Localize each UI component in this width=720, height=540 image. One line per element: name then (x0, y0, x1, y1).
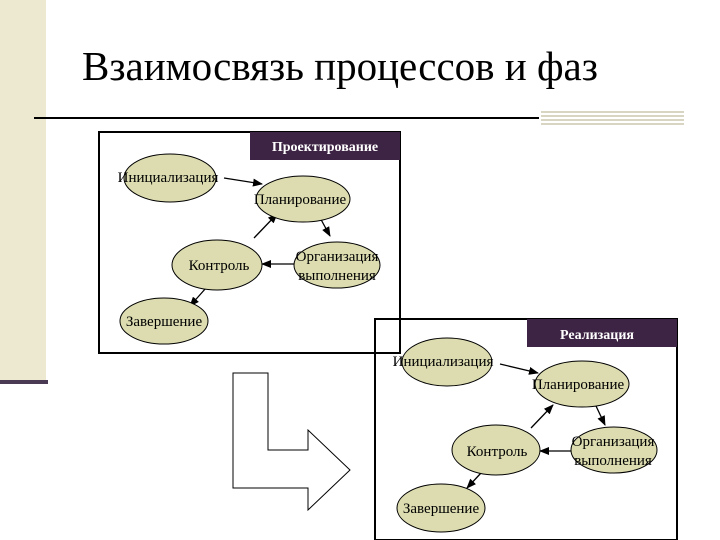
node-impl-init-label: Инициализация (393, 354, 494, 370)
node-impl-org-label-2: выполнения (574, 453, 652, 469)
node-impl-plan (534, 360, 630, 408)
title-stripes-decoration (541, 111, 684, 127)
phase-design: Проектирование Инициализация Планировани… (98, 131, 401, 354)
node-design-org (293, 241, 381, 289)
phase-implementation: Реализация Инициализация Планирование Ко… (374, 318, 678, 540)
phase-implementation-header-label: Реализация (560, 328, 634, 343)
node-impl-plan-label: Планирование (532, 377, 625, 393)
node-design-finish (119, 297, 209, 345)
node-design-init (123, 153, 217, 203)
node-impl-org (570, 426, 658, 474)
node-impl-finish-label: Завершение (403, 501, 480, 517)
node-impl-control-label: Контроль (467, 444, 528, 460)
phase-design-frame (98, 131, 401, 354)
node-design-init-label: Инициализация (118, 170, 219, 186)
arrow-impl-plan-org (595, 405, 606, 426)
node-design-finish-label: Завершение (126, 314, 203, 330)
phase-implementation-header (527, 319, 677, 347)
node-design-control (171, 239, 263, 291)
slide-title: Взаимосвязь процессов и фаз (82, 43, 598, 89)
node-impl-org-label-1: Организация (572, 434, 655, 450)
node-design-control-label: Контроль (189, 258, 250, 274)
sidebar-base-line (0, 380, 48, 384)
node-impl-control (451, 424, 541, 476)
arrow-impl-control-finish (466, 472, 482, 489)
arrow-impl-control-plan (530, 404, 554, 429)
arrow-design-control-plan (253, 213, 278, 239)
sidebar-decoration (0, 0, 46, 383)
transition-arrow (232, 372, 351, 512)
node-design-org-label-1: Организация (296, 249, 379, 265)
phase-design-header-label: Проектирование (272, 140, 378, 155)
node-impl-init (401, 337, 493, 387)
node-impl-finish (396, 483, 486, 533)
node-design-plan (255, 175, 351, 223)
phase-implementation-frame (374, 318, 678, 540)
node-design-plan-label: Планирование (254, 192, 347, 208)
title-underline (34, 117, 539, 119)
node-design-org-label-2: выполнения (298, 268, 376, 284)
arrow-design-init-plan (223, 177, 263, 187)
phase-design-header (250, 132, 400, 160)
arrow-impl-init-plan (499, 363, 539, 375)
